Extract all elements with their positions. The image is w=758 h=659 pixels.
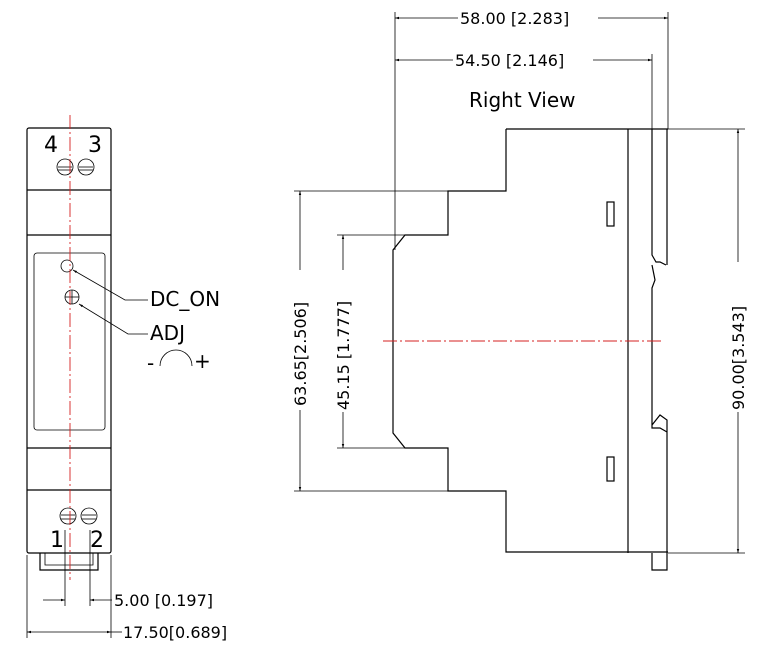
dim-depth-total: 58.00 [2.283] (460, 9, 569, 28)
front-body-outline (26, 127, 112, 554)
slot-top (606, 201, 615, 227)
dim-width: 17.50[0.689] (123, 623, 227, 642)
dim-height-step1: 63.65[2.506] (291, 302, 310, 406)
dim-terminal-pitch: 5.00 [0.197] (114, 591, 213, 610)
screw-terminal-icon (59, 507, 98, 525)
terminal-1-label: 1 (50, 528, 64, 553)
right-view-title: Right View (469, 88, 575, 112)
terminal-2-label: 2 (90, 528, 104, 553)
led-icon (60, 259, 74, 273)
rotate-arc-icon (159, 349, 193, 367)
adj-potentiometer-icon (64, 289, 80, 305)
slot-bottom (606, 456, 615, 482)
adj-label: ADJ (150, 321, 185, 345)
side-body-outline (392, 128, 668, 553)
dc-on-label: DC_ON (150, 287, 220, 311)
dim-height-total: 90.00[3.543] (729, 306, 748, 410)
din-clip-tab (39, 553, 99, 571)
right-view: Right View 58.00 [2.283] 54.50 [2.146] 9… (290, 9, 748, 571)
terminal-4-label: 4 (44, 133, 58, 158)
dim-height-step2: 45.15 [1.777] (334, 301, 353, 410)
clip-tab (651, 553, 668, 571)
front-view: 4 3 DC_ON ADJ - + 1 2 5.00 [0.197] (26, 115, 227, 642)
dim-depth-body: 54.50 [2.146] (455, 51, 564, 70)
terminal-3-label: 3 (88, 133, 102, 158)
adj-minus-label: - (147, 351, 154, 375)
adj-plus-label: + (194, 349, 211, 373)
din-rail-clip (651, 129, 668, 553)
front-panel (33, 252, 106, 431)
screw-terminal-icon (56, 158, 95, 176)
